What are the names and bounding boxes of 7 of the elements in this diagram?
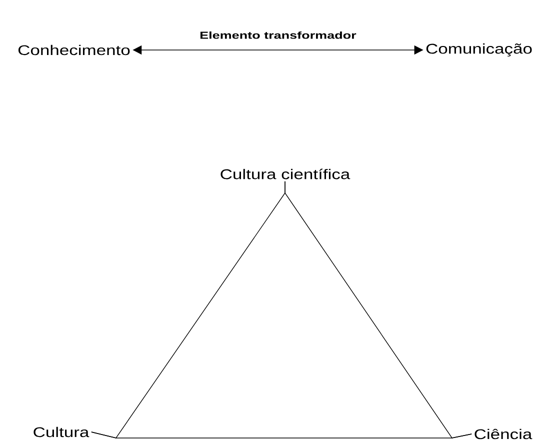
edge-label: Elemento transformador bbox=[198, 30, 358, 40]
node-label: Cultura científica bbox=[220, 168, 350, 180]
node-label: Ciência bbox=[474, 428, 532, 440]
node-label: Comunicação bbox=[426, 43, 532, 57]
triangle-side bbox=[284, 181, 472, 438]
node-label: Cultura bbox=[34, 426, 90, 438]
node-label: Conhecimento bbox=[18, 44, 130, 56]
